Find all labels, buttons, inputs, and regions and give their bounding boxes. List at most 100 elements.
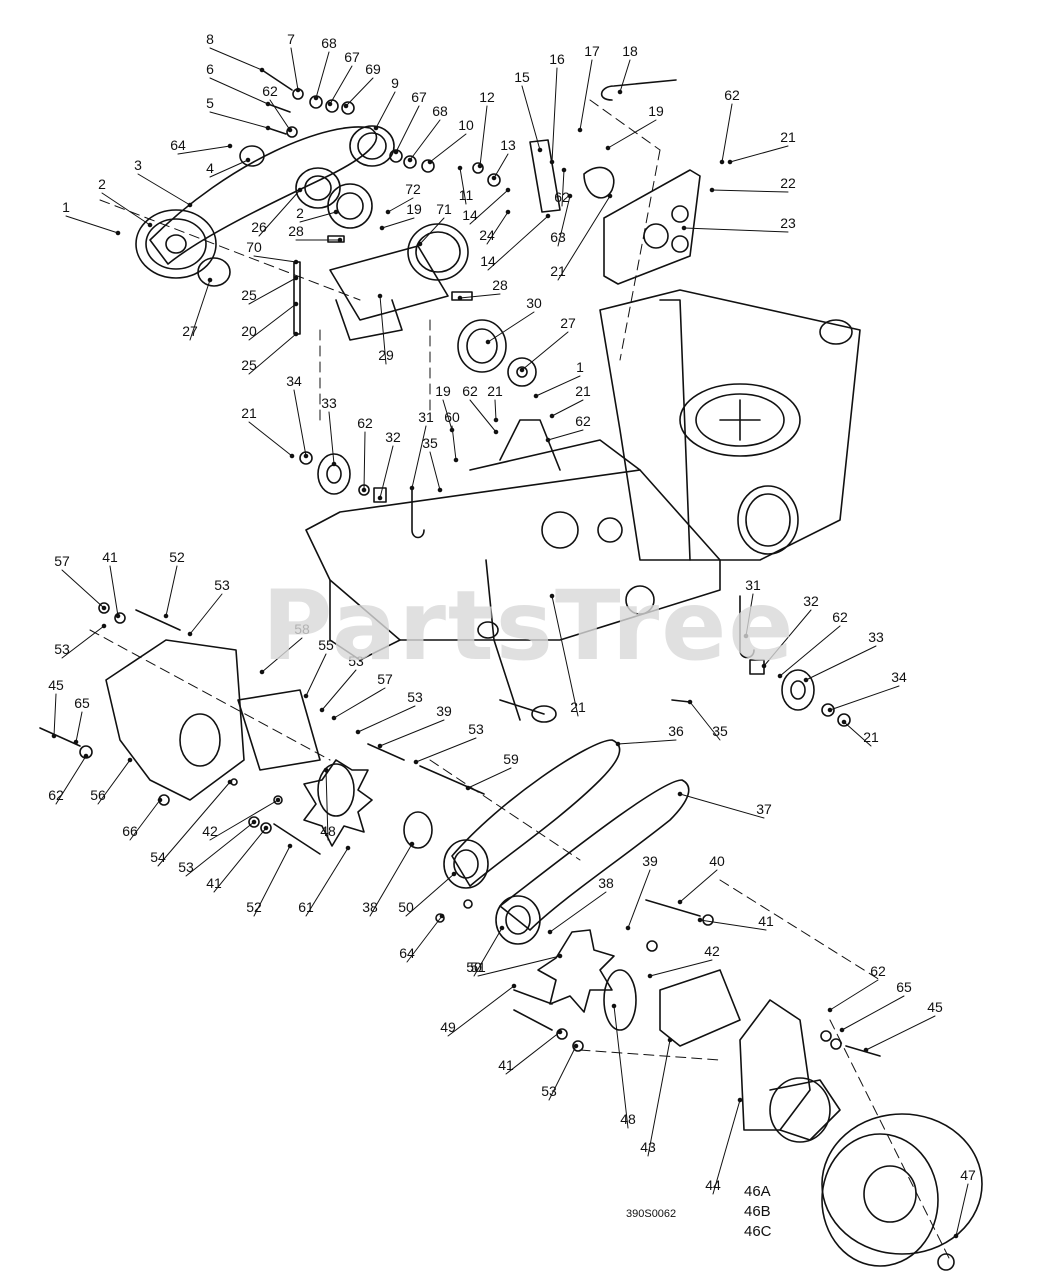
- leader-line: [409, 119, 441, 161]
- left-idler: [299, 451, 425, 539]
- upper-belt-drive: [135, 125, 395, 287]
- callout-22: 22: [780, 175, 796, 191]
- callout-52: 52: [246, 899, 262, 915]
- callout-67: 67: [411, 89, 427, 105]
- leader-arrowhead: [457, 295, 463, 301]
- leader-line: [561, 169, 565, 207]
- leader-line: [381, 217, 415, 229]
- leader-arrowhead: [493, 429, 499, 435]
- leader-arrowhead: [275, 797, 281, 803]
- callout-57: 57: [377, 671, 393, 687]
- leader-arrowhead: [709, 187, 715, 193]
- leader-line: [683, 227, 789, 233]
- callout-65: 65: [896, 979, 912, 995]
- leader-line: [253, 255, 297, 263]
- clutch-assembly: [293, 223, 469, 341]
- leader-arrowhead: [615, 741, 621, 747]
- leader-line: [328, 411, 335, 465]
- leader-arrowhead: [647, 973, 653, 979]
- leader-arrowhead: [667, 1037, 673, 1043]
- leader-line: [429, 133, 467, 163]
- callout-53: 53: [407, 689, 423, 705]
- leader-line: [521, 331, 569, 371]
- leader-arrowhead: [677, 899, 683, 905]
- leader-arrowhead: [373, 125, 379, 131]
- leader-arrowhead: [115, 613, 121, 619]
- right-transaxle: [537, 929, 841, 1143]
- callout-53: 53: [348, 653, 364, 669]
- callout-50: 50: [398, 899, 414, 915]
- leader-line: [321, 669, 357, 711]
- callout-70: 70: [246, 239, 262, 255]
- callout-29: 29: [378, 347, 394, 363]
- callout-15: 15: [514, 69, 530, 85]
- callout-45: 45: [927, 999, 943, 1015]
- leader-arrowhead: [265, 125, 271, 131]
- wheel: [821, 1113, 983, 1271]
- callout-60: 60: [444, 409, 460, 425]
- callout-42: 42: [202, 823, 218, 839]
- leader-arrowhead: [719, 159, 725, 165]
- leader-line: [357, 705, 416, 733]
- leader-line: [61, 569, 105, 609]
- leader-arrowhead: [573, 1043, 579, 1049]
- leader-arrowhead: [417, 241, 423, 247]
- callout-5: 5: [206, 95, 214, 111]
- leader-arrowhead: [101, 605, 107, 611]
- callout-37: 37: [756, 801, 772, 817]
- leader-arrowhead: [737, 1097, 743, 1103]
- callout-62: 62: [724, 87, 740, 103]
- callout-21: 21: [863, 729, 879, 745]
- leader-arrowhead: [73, 739, 79, 745]
- leader-line: [209, 159, 249, 178]
- right-idler: [671, 595, 851, 727]
- leader-line: [467, 767, 512, 789]
- leader-line: [290, 47, 299, 91]
- callout-14: 14: [462, 207, 478, 223]
- leader-line: [805, 645, 877, 681]
- leader-arrowhead: [377, 743, 383, 749]
- callout-1: 1: [62, 199, 70, 215]
- leader-arrowhead: [251, 819, 257, 825]
- leader-line: [521, 85, 541, 151]
- callout-27: 27: [182, 323, 198, 339]
- leader-arrowhead: [293, 331, 299, 337]
- leader-arrowhead: [51, 733, 57, 739]
- leader-arrowhead: [547, 929, 553, 935]
- leader-arrowhead: [727, 159, 733, 165]
- leader-line: [699, 919, 767, 931]
- callout-43: 43: [640, 1139, 656, 1155]
- callout-62: 62: [832, 609, 848, 625]
- leader-line: [248, 333, 297, 375]
- leader-arrowhead: [537, 147, 543, 153]
- leader-line: [53, 693, 57, 737]
- callout-31: 31: [745, 577, 761, 593]
- callout-38: 38: [598, 875, 614, 891]
- leader-arrowhead: [863, 1047, 869, 1053]
- leader-line: [375, 91, 396, 129]
- leader-line: [779, 625, 841, 677]
- leader-arrowhead: [319, 707, 325, 713]
- leader-arrowhead: [187, 631, 193, 637]
- leader-line: [505, 1031, 561, 1075]
- leader-line: [729, 145, 789, 163]
- callout-19: 19: [406, 201, 422, 217]
- leader-line: [253, 845, 291, 917]
- leader-line: [763, 609, 812, 667]
- leader-arrowhead: [295, 87, 301, 93]
- leader-line: [209, 47, 263, 71]
- leader-arrowhead: [343, 103, 349, 109]
- leader-arrowhead: [557, 1029, 563, 1035]
- leader-line: [711, 189, 789, 193]
- leader-line: [551, 399, 584, 417]
- leader-line: [333, 687, 386, 719]
- leader-line: [617, 739, 677, 745]
- leader-arrowhead: [409, 841, 415, 847]
- callout-62: 62: [462, 383, 478, 399]
- leader-arrowhead: [451, 871, 457, 877]
- line-art: [39, 47, 983, 1271]
- callout-34: 34: [286, 373, 302, 389]
- leader-arrowhead: [567, 193, 573, 199]
- callout-24: 24: [479, 227, 495, 243]
- callout-9: 9: [391, 75, 399, 91]
